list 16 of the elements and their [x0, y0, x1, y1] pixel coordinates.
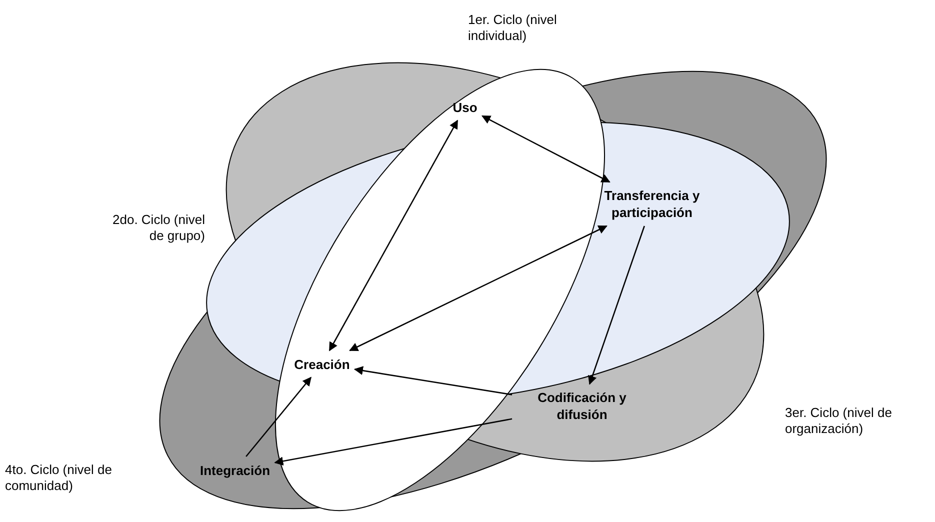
stage-label: Creación — [294, 356, 350, 372]
arrow — [274, 418, 512, 466]
double-arrow — [349, 225, 608, 352]
stage-label: Transferencia y participación — [577, 187, 727, 221]
stage-label: Uso — [452, 98, 478, 116]
cycle-label: 3er. Ciclo (nivel de organización) — [785, 405, 893, 437]
cycle-label: 2do. Ciclo (nivel de grupo) — [112, 212, 205, 244]
double-arrow — [481, 115, 610, 183]
double-arrow — [328, 120, 458, 352]
stage-label: Integración — [200, 462, 270, 478]
cycle-label: 1er. Ciclo (nivel individual) — [468, 12, 558, 44]
cycle-label: 4to. Ciclo (nivel de comunidad) — [5, 462, 113, 494]
arrow — [246, 376, 312, 457]
stage-label: Codificación y difusión — [517, 389, 647, 423]
arrow — [588, 226, 645, 385]
arrow — [354, 366, 512, 396]
